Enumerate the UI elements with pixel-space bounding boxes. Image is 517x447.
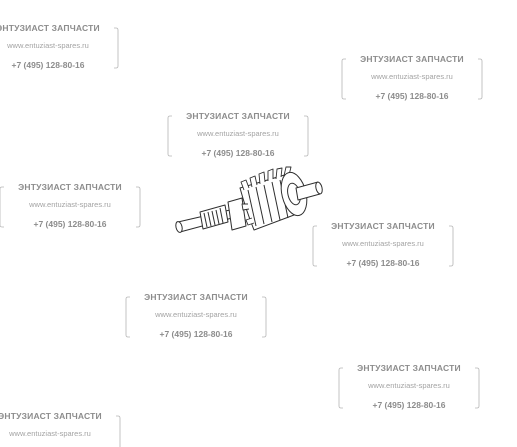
watermark: ЭНТУЗИАСТ ЗАПЧАСТИ www.entuziast-spares.… <box>341 54 483 101</box>
watermark: ЭНТУЗИАСТ ЗАПЧАСТИ www.entuziast-spares.… <box>338 363 480 410</box>
collar <box>227 197 247 231</box>
watermark: ЭНТУЗИАСТ ЗАПЧАСТИ www.entuziast-spares.… <box>0 182 141 229</box>
watermark-frame <box>125 296 267 338</box>
watermark: ЭНТУЗИАСТ ЗАПЧАСТИ www.entuziast-spares.… <box>125 292 267 339</box>
watermark: ЭНТУЗИАСТ ЗАПЧАСТИ www.entuziast-spares.… <box>167 111 309 158</box>
watermark-website: www.entuziast-spares.ru <box>368 381 450 390</box>
watermark-company: ЭНТУЗИАСТ ЗАПЧАСТИ <box>331 221 435 231</box>
watermark-website: www.entuziast-spares.ru <box>197 129 279 138</box>
watermark-frame <box>116 415 121 447</box>
watermark-frame <box>312 225 454 267</box>
watermark-phone: +7 (495) 128-80-16 <box>346 258 420 268</box>
watermark-website: www.entuziast-spares.ru <box>155 310 237 319</box>
watermark-company: ЭНТУЗИАСТ ЗАПЧАСТИ <box>360 54 464 64</box>
watermark-company: ЭНТУЗИАСТ ЗАПЧАСТИ <box>0 23 100 33</box>
watermark-frame <box>341 58 483 100</box>
gear-shaft-icon <box>175 166 323 233</box>
watermark-frame <box>0 186 141 228</box>
watermark-website: www.entuziast-spares.ru <box>342 239 424 248</box>
watermark-website: www.entuziast-spares.ru <box>7 41 89 50</box>
watermark-frame <box>338 367 480 409</box>
watermark: ЭНТУЗИАСТ ЗАПЧАСТИ www.entuziast-spares.… <box>0 411 121 447</box>
watermark-company: ЭНТУЗИАСТ ЗАПЧАСТИ <box>357 363 461 373</box>
watermark-website: www.entuziast-spares.ru <box>9 429 91 438</box>
watermark-phone: +7 (495) 128-80-16 <box>11 60 85 70</box>
watermark-phone: +7 (495) 128-80-16 <box>159 329 233 339</box>
watermark-company: ЭНТУЗИАСТ ЗАПЧАСТИ <box>186 111 290 121</box>
watermark: ЭНТУЗИАСТ ЗАПЧАСТИ www.entuziast-spares.… <box>0 23 119 70</box>
watermark-phone: +7 (495) 128-80-16 <box>201 148 275 158</box>
watermark: ЭНТУЗИАСТ ЗАПЧАСТИ www.entuziast-spares.… <box>312 221 454 268</box>
watermark-phone: +7 (495) 128-80-16 <box>375 91 449 101</box>
watermark-frame <box>114 27 119 69</box>
watermark-company: ЭНТУЗИАСТ ЗАПЧАСТИ <box>18 182 122 192</box>
watermark-company: ЭНТУЗИАСТ ЗАПЧАСТИ <box>0 411 102 421</box>
watermark-phone: +7 (495) 128-80-16 <box>372 400 446 410</box>
shaft-end <box>175 221 183 233</box>
spline-section <box>199 204 229 230</box>
watermark-phone: +7 (495) 128-80-16 <box>33 219 107 229</box>
watermark-website: www.entuziast-spares.ru <box>371 72 453 81</box>
watermark-website: www.entuziast-spares.ru <box>29 200 111 209</box>
watermark-company: ЭНТУЗИАСТ ЗАПЧАСТИ <box>144 292 248 302</box>
watermark-frame <box>167 115 309 157</box>
